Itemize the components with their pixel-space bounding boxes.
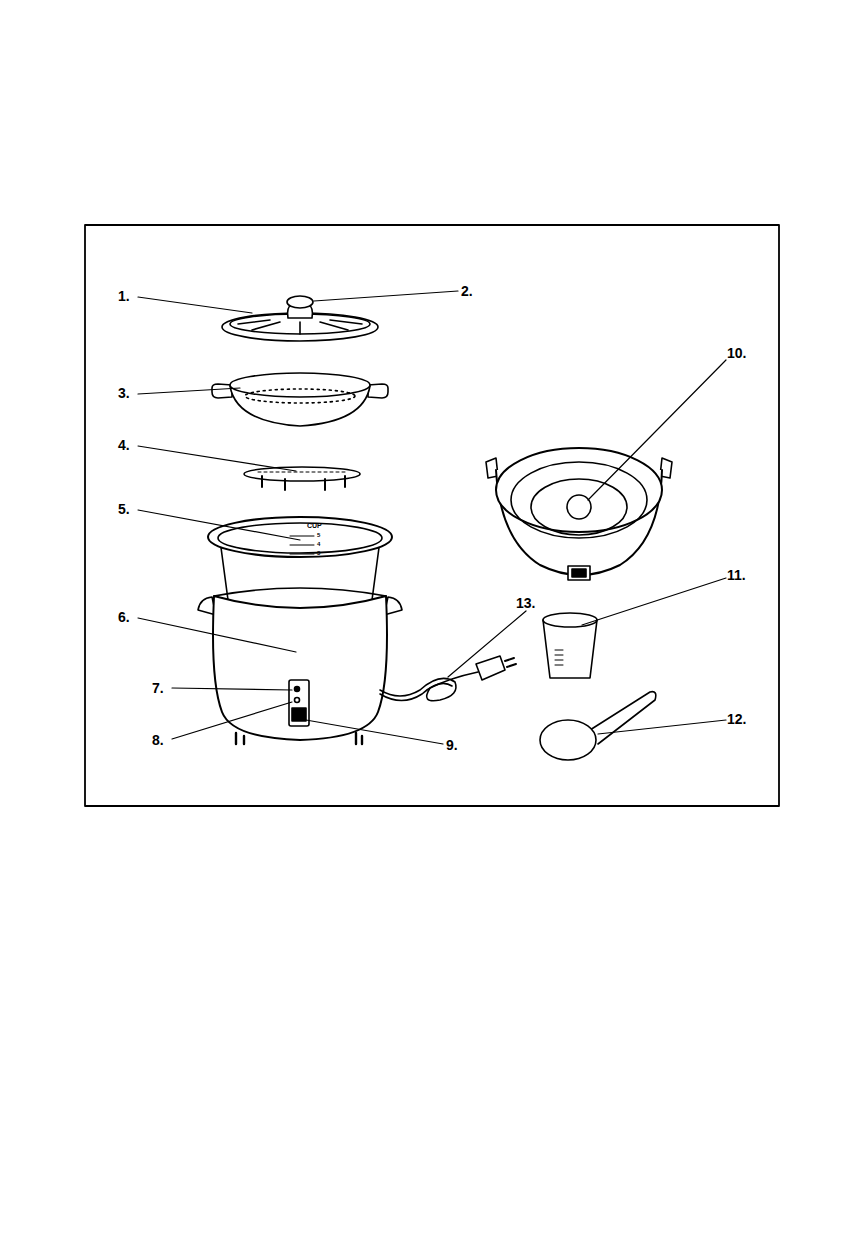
callout-number: 3. — [118, 386, 130, 400]
callout-number: 4. — [118, 438, 130, 452]
callout-number: 8. — [152, 733, 164, 747]
cup-marking: 3 — [317, 550, 320, 556]
power-cord — [380, 656, 516, 701]
callout-number: 1. — [118, 289, 130, 303]
steam-plate — [244, 467, 360, 490]
cup-marking: 5 — [317, 532, 320, 538]
cooker-body — [198, 588, 402, 744]
callout-number: 5. — [118, 502, 130, 516]
lid — [222, 296, 378, 341]
rice-paddle — [540, 692, 656, 760]
callout-number: 12. — [727, 712, 746, 726]
callout-number: 11. — [727, 568, 746, 582]
callout-number: 6. — [118, 610, 130, 624]
cup-marking: CUP — [307, 522, 322, 529]
callout-number: 13. — [516, 596, 535, 610]
cup-marking: 4 — [317, 541, 320, 547]
callout-number: 2. — [461, 284, 473, 298]
callout-number: 7. — [152, 681, 164, 695]
leader-lines — [138, 291, 726, 744]
callout-number: 10. — [727, 346, 746, 360]
body-top-view — [486, 448, 672, 580]
callout-number: 9. — [446, 738, 458, 752]
frame — [85, 225, 779, 806]
steam-tray — [212, 373, 388, 426]
